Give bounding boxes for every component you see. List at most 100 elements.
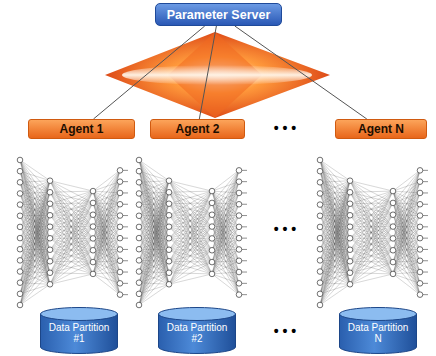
network-weight (350, 181, 393, 239)
neuron (17, 168, 23, 174)
network-weight (320, 273, 350, 305)
network-weight (169, 227, 212, 239)
neuron (17, 213, 23, 219)
neuron (117, 168, 123, 174)
neural-network (17, 157, 128, 308)
neuron (317, 235, 323, 241)
network-weight (212, 272, 239, 274)
neuron (317, 269, 323, 275)
neuron (317, 258, 323, 264)
network-weight (350, 215, 393, 274)
network-weight (350, 227, 393, 239)
neuron (390, 188, 396, 194)
neuron (90, 212, 96, 218)
neuron (209, 200, 215, 206)
network-weight (50, 191, 93, 273)
network-weight (350, 191, 393, 250)
ellipsis-text: • • • (274, 221, 296, 237)
ellipsis-label: • • • (265, 220, 305, 238)
neural-network (136, 157, 247, 308)
ellipsis-label: • • • (265, 322, 305, 340)
ellipsis-text: • • • (274, 120, 296, 136)
neuron (17, 302, 23, 308)
neuron (117, 247, 123, 253)
network-weight (50, 181, 93, 274)
neuron (47, 235, 53, 241)
network-weight (320, 227, 350, 284)
neuron (236, 224, 242, 230)
node-text: Data Partition N (347, 322, 409, 344)
neuron (317, 291, 323, 297)
network-weight (212, 203, 239, 283)
network-weight (169, 215, 212, 285)
neuron (317, 191, 323, 197)
neuron (347, 281, 353, 287)
network-weight (169, 191, 212, 284)
network-weight (350, 191, 393, 273)
network-weight (350, 262, 393, 284)
network-weight (50, 215, 93, 285)
network-weight (212, 182, 239, 274)
network-weight (320, 215, 350, 305)
network-weight (350, 203, 393, 284)
orange-diamond (105, 32, 330, 118)
neuron (209, 259, 215, 265)
network-weight (139, 205, 169, 285)
network-weight (93, 272, 120, 274)
network-weight (350, 215, 393, 238)
neuron (47, 212, 53, 218)
network-weight (169, 215, 212, 274)
network-weight (169, 192, 212, 274)
network-weight (212, 204, 239, 274)
network-weight (212, 170, 239, 262)
network-weight (93, 170, 120, 262)
neuron (17, 224, 23, 230)
neuron (209, 271, 215, 277)
network-weight (20, 181, 50, 294)
network-weight (50, 204, 93, 274)
neuron (236, 213, 242, 219)
network-weight (320, 216, 350, 273)
network-weight (93, 182, 120, 274)
network-weight (212, 216, 239, 274)
neuron (317, 180, 323, 186)
neuron (166, 270, 172, 276)
neuron (47, 201, 53, 207)
network-weight (212, 170, 239, 214)
network-weight (139, 204, 169, 305)
network-weight (169, 203, 212, 284)
network-weight (139, 181, 169, 305)
neuron (90, 188, 96, 194)
network-weight (350, 274, 393, 284)
network-weight (50, 227, 93, 239)
network-weight (50, 238, 93, 250)
network-weight (20, 181, 50, 183)
network-weight (350, 238, 393, 284)
network-weight (50, 191, 93, 192)
network-weight (50, 215, 93, 274)
neuron (417, 201, 423, 207)
network-weight (393, 191, 420, 204)
neuron (17, 157, 23, 163)
neuron (117, 224, 123, 230)
network-weight (393, 170, 420, 226)
network-weight (320, 204, 350, 305)
network-weight (212, 191, 239, 295)
node-text: Parameter Server (167, 8, 271, 22)
neuron (347, 235, 353, 241)
network-weight (50, 215, 93, 262)
network-weight (20, 181, 50, 194)
neuron (17, 291, 23, 297)
neuron (117, 235, 123, 241)
network-weight (93, 193, 120, 274)
ellipsis-text: • • • (274, 323, 296, 339)
neuron (317, 280, 323, 286)
neuron (166, 201, 172, 207)
neuron (90, 236, 96, 242)
node-text: Agent 1 (59, 122, 103, 136)
network-weight (20, 181, 50, 283)
network-weight (169, 238, 212, 262)
network-weight (393, 170, 420, 262)
